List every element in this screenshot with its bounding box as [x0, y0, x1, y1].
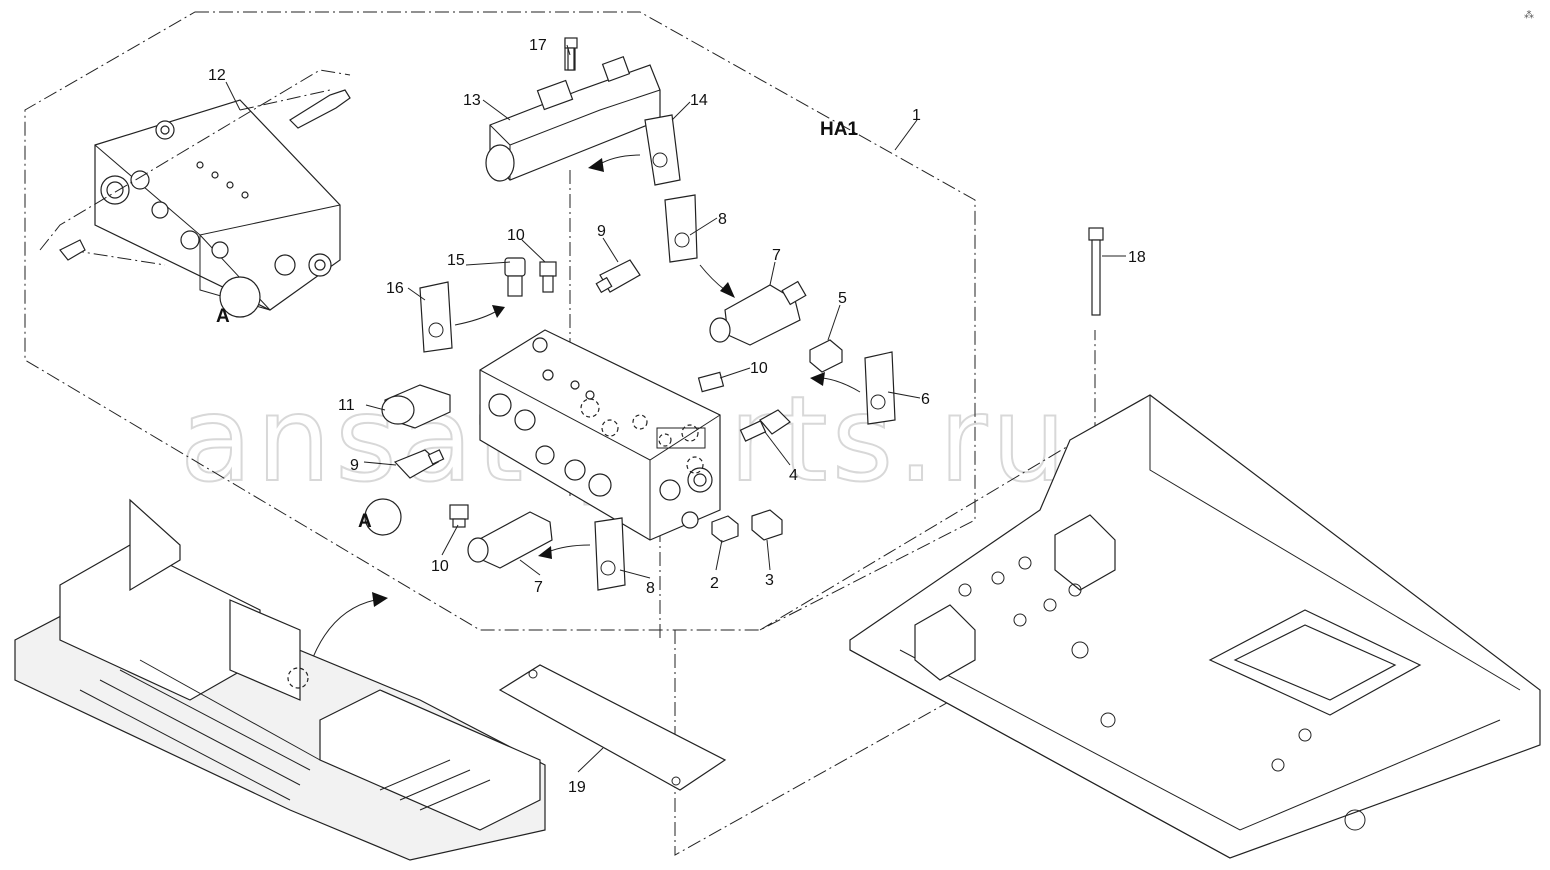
fitting-10-bottom: [449, 504, 469, 528]
callout-8-bottom: 8: [646, 580, 655, 597]
callout-16: 16: [386, 280, 404, 297]
leader-lines: [225, 44, 1126, 773]
callout-5: 5: [838, 290, 847, 307]
screw-17: [564, 37, 578, 71]
paver-machine: [14, 498, 546, 861]
plug-15: [504, 257, 526, 297]
callout-4: 4: [789, 467, 798, 484]
machine-frame: [849, 394, 1541, 859]
corner-mark: ⁂: [1524, 9, 1534, 21]
group-label: HA1: [820, 119, 858, 140]
callout-10-top: 10: [507, 227, 525, 244]
tag-14: [644, 114, 681, 186]
plug-11: [381, 384, 451, 429]
arrows: [309, 154, 861, 666]
tag-8-bottom: [594, 517, 626, 591]
callout-6: 6: [921, 391, 930, 408]
callout-7-bottom: 7: [534, 579, 543, 596]
callout-11: 11: [338, 397, 355, 414]
callout-labels: 1 2 3 4 5 6 7 7 8 8 9 9 10 10 10 11 12 1…: [208, 37, 1146, 796]
pressure-valve-7-top: [709, 280, 807, 346]
callout-18: 18: [1128, 249, 1146, 266]
callout-17: 17: [529, 37, 547, 54]
sensor-9-top: [595, 259, 641, 294]
callout-19: 19: [568, 779, 586, 796]
valve-block-12: [39, 69, 351, 311]
gasket-plate-19: [498, 664, 727, 791]
callout-9-left: 9: [350, 457, 359, 474]
callout-2: 2: [710, 575, 719, 592]
callout-7-top: 7: [772, 247, 781, 264]
plug-5: [809, 339, 843, 373]
callout-10-bottom: 10: [431, 558, 449, 575]
callout-8-top: 8: [718, 211, 727, 228]
plug-3: [751, 509, 783, 541]
callout-14: 14: [690, 92, 708, 109]
callout-9-top: 9: [597, 223, 606, 240]
callout-3: 3: [765, 572, 774, 589]
detail-circle-bottom: [364, 498, 402, 536]
pressure-valve-7-bottom: [467, 511, 553, 569]
fitting-10-top: [539, 261, 557, 293]
detail-label-bottom: A: [358, 511, 372, 532]
callout-1: 1: [912, 107, 921, 124]
tag-8-top: [664, 194, 698, 263]
callout-12: 12: [208, 67, 226, 84]
callout-13: 13: [463, 92, 481, 109]
fitting-4: [739, 409, 791, 442]
bolt-18: [1088, 227, 1104, 316]
callout-10-right: 10: [750, 360, 768, 377]
tag-6: [864, 351, 896, 425]
detail-circle-top: [219, 276, 261, 318]
plug-2: [711, 515, 739, 543]
sensor-9-left: [393, 449, 445, 479]
fitting-10-right: [697, 371, 725, 393]
tag-16: [419, 281, 453, 353]
detail-label-top: A: [216, 306, 230, 327]
manifold-block: [479, 329, 721, 541]
callout-15: 15: [447, 252, 465, 269]
